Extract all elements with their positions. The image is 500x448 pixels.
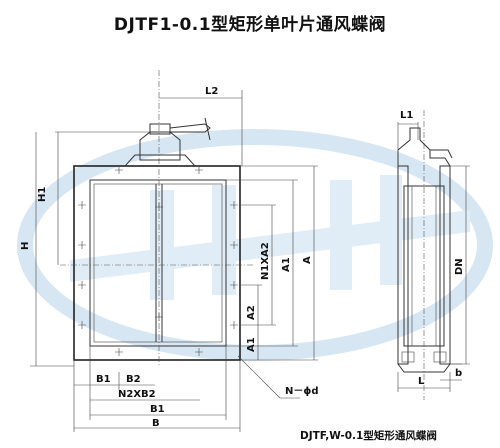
side-view	[397, 110, 453, 400]
front-view	[60, 70, 255, 365]
dim-label-b: b	[455, 368, 462, 379]
dim-label-B: B	[152, 418, 160, 429]
side-dimensions	[397, 122, 470, 392]
dim-label-H: H	[20, 242, 31, 250]
diagram-title: DJTF1-0.1型矩形单叶片通风蝶阀	[113, 15, 387, 35]
front-dimensions	[30, 90, 318, 432]
dim-label-L: L	[418, 376, 425, 387]
dim-label-B1-bottom: B1	[150, 404, 165, 415]
dim-label-A1-lower: A1	[246, 337, 257, 352]
dim-label-B2: B2	[126, 374, 141, 385]
side-view-caption: DJTF,W-0.1型矩形通风蝶阀	[300, 430, 437, 442]
dim-label-N1XA2: N1XA2	[260, 242, 271, 280]
dim-label-L2: L2	[205, 86, 218, 97]
dim-label-H1: H1	[37, 187, 48, 202]
dim-label-n-phi-d: N－ϕd	[285, 386, 319, 397]
dim-label-A1-upper: A1	[281, 257, 292, 272]
dim-label-DN: DN	[454, 258, 465, 275]
dim-label-N2XB2: N2XB2	[118, 389, 156, 400]
dim-label-B1-left: B1	[96, 374, 111, 385]
dim-label-A: A	[302, 256, 313, 264]
dim-label-L1: L1	[400, 110, 413, 121]
dim-label-A2: A2	[246, 305, 257, 320]
